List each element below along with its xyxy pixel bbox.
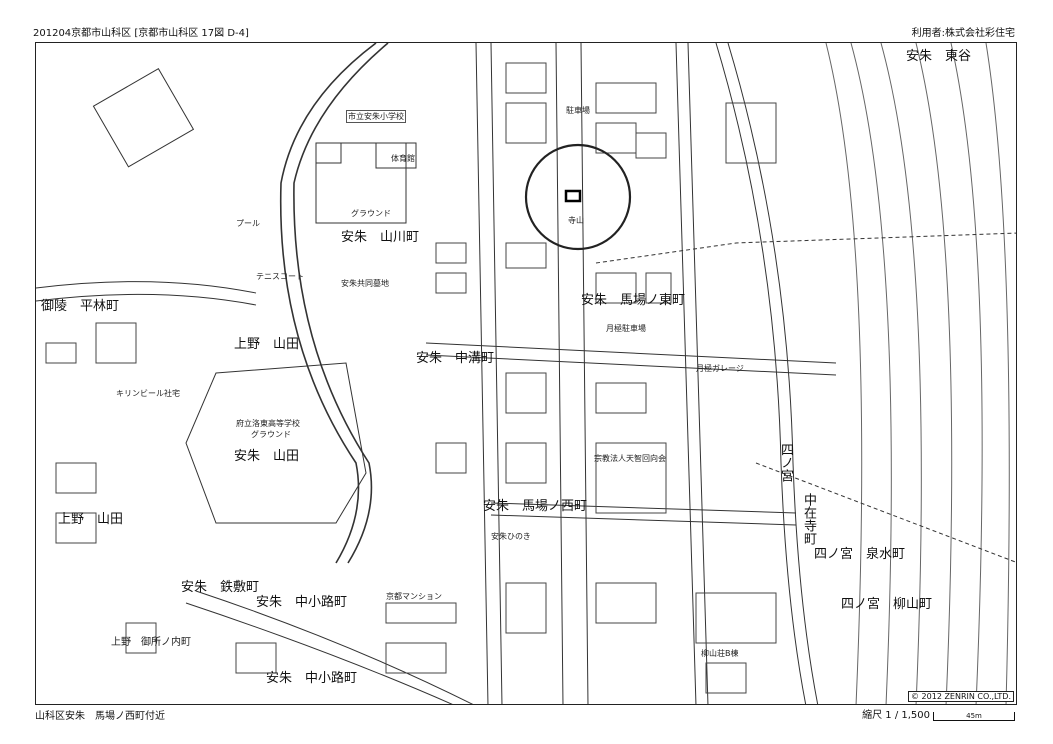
area-label: 四ノ宮 泉水町 bbox=[814, 547, 906, 562]
building-blocks bbox=[45, 62, 777, 694]
scale-text: 縮尺 1 / 1,500 bbox=[862, 710, 930, 721]
place-label: プール bbox=[236, 219, 260, 228]
place-label: 府立洛東高等学校 bbox=[236, 419, 300, 428]
place-label: 市立安朱小学校 bbox=[346, 110, 406, 123]
target-place-label: 寺山 bbox=[568, 216, 584, 225]
area-label: 安朱 馬場ノ東町 bbox=[581, 293, 686, 308]
place-label: グラウンド bbox=[251, 430, 291, 439]
area-label: 安朱 中小路町 bbox=[256, 595, 348, 610]
copyright-notice: © 2012 ZENRIN CO.,LTD. bbox=[908, 691, 1014, 702]
highschool-ground bbox=[185, 362, 367, 524]
rail bbox=[715, 43, 819, 704]
area-label: 安朱 山田 bbox=[234, 449, 300, 464]
map-linework bbox=[36, 43, 1016, 704]
area-label: 上野 山田 bbox=[234, 337, 300, 352]
area-label: 安朱 中溝町 bbox=[416, 351, 495, 366]
area-label: 安朱 山川町 bbox=[341, 230, 420, 245]
area-label: 安朱 鉄敷町 bbox=[181, 580, 260, 595]
target-highlight-circle bbox=[524, 143, 632, 251]
place-label: 宗教法人天智回向会 bbox=[594, 454, 666, 463]
main-road bbox=[555, 43, 589, 704]
place-label: キリンビール社宅 bbox=[116, 389, 180, 398]
place-label: 京都マンション bbox=[386, 592, 442, 601]
area-label: 上野 御所ノ内町 bbox=[111, 637, 191, 648]
road bbox=[36, 281, 257, 306]
area-label: 御陵 平林町 bbox=[41, 299, 120, 314]
place-label: 月極駐車場 bbox=[606, 324, 646, 333]
area-label: 安朱 東谷 bbox=[906, 49, 972, 64]
ward-boundary bbox=[595, 232, 1016, 563]
place-label: 月極ガレージ bbox=[696, 364, 744, 373]
place-label: グラウンド bbox=[351, 209, 391, 218]
place-label: 駐車場 bbox=[566, 106, 590, 115]
road bbox=[475, 43, 503, 704]
place-label: 安朱共同墓地 bbox=[341, 279, 389, 288]
map-canvas[interactable]: 安朱 東谷 安朱 山川町 安朱 馬場ノ東町 御陵 平林町 上野 山田 安朱 中溝… bbox=[35, 42, 1017, 705]
place-label: 体育館 bbox=[391, 154, 415, 163]
contour-lines bbox=[825, 43, 1010, 704]
licensed-user: 利用者:株式会社彩住宅 bbox=[911, 28, 1015, 39]
scale-indicator: 縮尺 1 / 1,500 45m bbox=[862, 706, 1015, 721]
area-label: 上野 山田 bbox=[58, 512, 124, 527]
area-label: 四ノ宮 bbox=[778, 443, 793, 482]
road bbox=[490, 502, 797, 526]
place-label: 安朱ひのき bbox=[491, 532, 531, 541]
location-caption: 山科区安朱 馬場ノ西町付近 bbox=[35, 711, 165, 722]
road bbox=[185, 590, 474, 704]
area-label: 中在寺町 bbox=[801, 493, 816, 545]
map-sheet-title: 201204京都市山科区 [京都市山科区 17図 D-4] bbox=[33, 28, 249, 39]
place-label: テニスコート bbox=[256, 272, 304, 281]
road bbox=[425, 342, 837, 376]
place-label: 柳山荘B棟 bbox=[701, 649, 739, 658]
school-block bbox=[315, 142, 407, 224]
area-label: 四ノ宮 柳山町 bbox=[841, 597, 933, 612]
target-building bbox=[564, 189, 582, 203]
road bbox=[675, 43, 709, 704]
building-block bbox=[92, 68, 195, 168]
area-label: 安朱 中小路町 bbox=[266, 671, 358, 686]
river bbox=[279, 43, 389, 564]
area-label: 安朱 馬場ノ西町 bbox=[483, 499, 588, 514]
scale-bar: 45m bbox=[933, 712, 1015, 721]
